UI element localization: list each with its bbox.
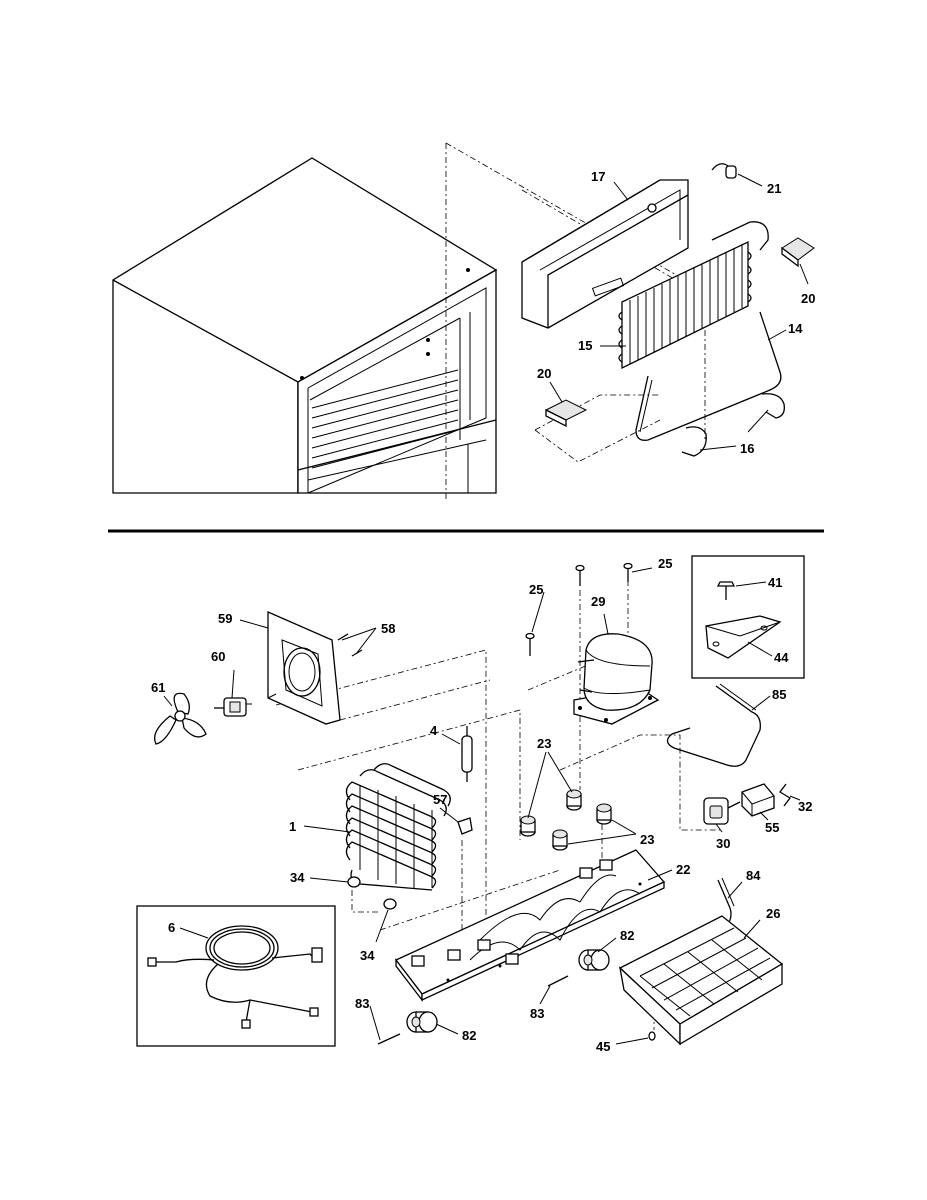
clip-part-32 bbox=[779, 783, 791, 807]
label-25-left: 25 bbox=[529, 582, 543, 597]
label-61: 61 bbox=[151, 680, 165, 695]
inset-panel-harness bbox=[136, 905, 336, 1047]
label-84: 84 bbox=[746, 868, 761, 883]
tube-part-85 bbox=[666, 683, 761, 767]
fan-motor-part-60 bbox=[214, 697, 252, 717]
label-23-top: 23 bbox=[537, 736, 551, 751]
screw-part-45 bbox=[648, 1031, 656, 1041]
evaporator-cover-part-17 bbox=[521, 179, 689, 329]
label-14: 14 bbox=[788, 321, 803, 336]
drain-pan-part-26 bbox=[618, 915, 784, 1046]
label-45: 45 bbox=[596, 1039, 610, 1054]
label-20-left: 20 bbox=[537, 366, 551, 381]
refrigerator-cabinet bbox=[112, 157, 498, 494]
label-17: 17 bbox=[591, 169, 605, 184]
label-57: 57 bbox=[433, 792, 447, 807]
relay-part-55 bbox=[741, 783, 775, 817]
screw-part-83 bbox=[377, 975, 569, 1045]
evaporator-coil-part-15 bbox=[618, 221, 769, 370]
label-1: 1 bbox=[289, 819, 296, 834]
condenser-part-1 bbox=[345, 763, 451, 891]
label-32: 32 bbox=[798, 799, 812, 814]
label-30: 30 bbox=[716, 836, 730, 851]
label-83-right: 83 bbox=[530, 1006, 544, 1021]
label-85: 85 bbox=[772, 687, 786, 702]
label-23-bottom: 23 bbox=[640, 832, 654, 847]
part-labels: 17 21 20 15 14 20 16 25 25 41 59 58 29 4… bbox=[151, 169, 815, 1054]
label-34-left: 34 bbox=[290, 870, 305, 885]
label-29: 29 bbox=[591, 594, 605, 609]
screw-part-25 bbox=[525, 562, 633, 656]
label-25-right: 25 bbox=[658, 556, 672, 571]
label-26: 26 bbox=[766, 906, 780, 921]
leader-lines-bottom bbox=[163, 567, 801, 1045]
label-20-right: 20 bbox=[801, 291, 815, 306]
drier-part-4 bbox=[461, 726, 473, 782]
label-16: 16 bbox=[740, 441, 754, 456]
clip-part-21 bbox=[711, 163, 737, 179]
grommet-part-34 bbox=[347, 876, 397, 910]
label-44: 44 bbox=[774, 650, 789, 665]
alignment-guides-bottom bbox=[275, 580, 720, 1030]
label-15: 15 bbox=[578, 338, 592, 353]
base-pan-part-22 bbox=[394, 849, 666, 1002]
leader-lines-top bbox=[549, 173, 809, 451]
bracket-part-16 bbox=[681, 393, 785, 457]
grommets-part-23 bbox=[520, 789, 612, 851]
label-82-right: 82 bbox=[620, 928, 634, 943]
label-4: 4 bbox=[430, 723, 438, 738]
label-55: 55 bbox=[765, 820, 779, 835]
label-34-bottom: 34 bbox=[360, 948, 375, 963]
fan-bracket-part-59 bbox=[267, 611, 341, 725]
foot-part-82 bbox=[406, 949, 610, 1033]
label-83-left: 83 bbox=[355, 996, 369, 1011]
label-6: 6 bbox=[168, 920, 175, 935]
label-21: 21 bbox=[767, 181, 781, 196]
label-82-bottom: 82 bbox=[462, 1028, 476, 1043]
overload-part-30 bbox=[703, 797, 741, 825]
label-59: 59 bbox=[218, 611, 232, 626]
pad-part-20-left bbox=[544, 399, 588, 428]
label-58: 58 bbox=[381, 621, 395, 636]
pad-part-20-right bbox=[781, 237, 815, 268]
label-41: 41 bbox=[768, 575, 782, 590]
fan-blade-part-61 bbox=[153, 692, 207, 745]
inset-panel-bracket bbox=[691, 555, 805, 679]
compressor-part-29 bbox=[573, 633, 660, 725]
heater-part-14 bbox=[635, 311, 782, 441]
label-60: 60 bbox=[211, 649, 225, 664]
clip-part-57 bbox=[457, 817, 473, 835]
label-22: 22 bbox=[676, 862, 690, 877]
